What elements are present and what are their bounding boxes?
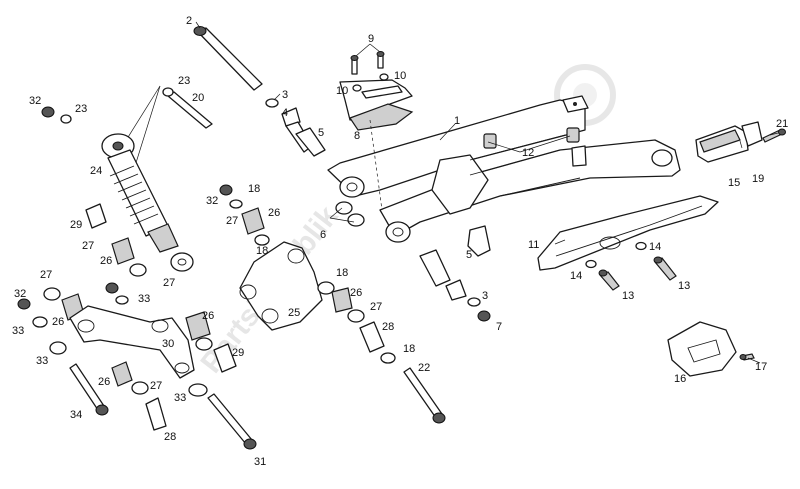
callout-c4: 4	[282, 107, 288, 119]
callout-c34: 34	[70, 409, 82, 421]
callout-c33c: 33	[36, 355, 48, 367]
callout-c13b: 13	[678, 280, 690, 292]
callout-c28b: 28	[382, 321, 394, 333]
chain-guide	[667, 321, 755, 377]
callout-c10b: 10	[394, 70, 406, 82]
callout-c27f: 27	[150, 380, 162, 392]
callout-c29b: 29	[232, 347, 244, 359]
callout-c32a: 32	[29, 95, 41, 107]
callout-c11: 11	[528, 239, 539, 251]
callout-c27a: 27	[226, 215, 238, 227]
swingarm	[327, 95, 681, 257]
callout-c27d: 27	[163, 277, 175, 289]
callout-c18a: 18	[248, 183, 260, 195]
callout-c5a: 5	[318, 127, 324, 139]
chain-guard	[537, 195, 719, 271]
callout-c6: 6	[320, 229, 326, 241]
callout-c21: 21	[776, 118, 788, 130]
pivot-spacers	[335, 201, 491, 322]
callout-c1: 1	[454, 115, 460, 127]
small-screws	[350, 51, 389, 92]
callout-c3a: 3	[282, 89, 288, 101]
rocker-link	[239, 241, 323, 331]
callout-c26e: 26	[202, 310, 214, 322]
callout-c29a: 29	[70, 219, 82, 231]
callout-c15: 15	[728, 177, 740, 189]
callout-c18b: 18	[256, 245, 268, 257]
callout-c9: 9	[368, 33, 374, 45]
callout-labels: 2 9 10 10 23 32 23 20 3 4 5 8 1 12 24 18…	[12, 15, 788, 468]
frame-clips	[483, 127, 580, 149]
callout-c5b: 5	[466, 249, 472, 261]
callout-c33b: 33	[138, 293, 150, 305]
callout-c26f: 26	[98, 376, 110, 388]
callout-c24: 24	[90, 165, 102, 177]
chain-guard-bolts	[585, 241, 677, 291]
shock-absorber	[101, 133, 194, 272]
callout-c33a: 33	[12, 325, 24, 337]
callout-c31: 31	[254, 456, 266, 468]
callout-c2: 2	[186, 15, 192, 27]
callout-c28a: 28	[164, 431, 176, 443]
callout-c7: 7	[496, 321, 502, 333]
callout-c27e: 27	[370, 301, 382, 313]
callout-c26a: 26	[268, 207, 280, 219]
callout-c16: 16	[674, 373, 686, 385]
callout-c23b: 23	[75, 103, 87, 115]
callout-c27c: 27	[40, 269, 52, 281]
chain-adjuster	[695, 121, 786, 163]
callout-c18c: 18	[336, 267, 348, 279]
callout-c27b: 27	[82, 240, 94, 252]
callout-c18d: 18	[403, 343, 415, 355]
callout-c32c: 32	[14, 288, 26, 300]
callout-c14a: 14	[570, 270, 582, 282]
center-bushings	[185, 184, 270, 373]
callout-c26b: 26	[100, 255, 112, 267]
callout-c32b: 32	[206, 195, 218, 207]
leader-lines	[195, 21, 779, 364]
callout-c22: 22	[418, 362, 430, 374]
callout-c23a: 23	[178, 75, 190, 87]
callout-c19: 19	[752, 173, 764, 185]
callout-c30: 30	[162, 338, 174, 350]
right-bushings	[317, 281, 446, 424]
callout-c33d: 33	[174, 392, 186, 404]
pivot-bolt	[193, 26, 326, 157]
callout-c8: 8	[354, 130, 360, 142]
callout-c13a: 13	[622, 290, 634, 302]
callout-c14b: 14	[649, 241, 661, 253]
callout-c12: 12	[522, 147, 534, 159]
callout-c3b: 3	[482, 290, 488, 302]
left-linkage	[17, 203, 257, 450]
callout-c17: 17	[755, 361, 767, 373]
callout-c20: 20	[192, 92, 204, 104]
callout-c25: 25	[288, 307, 300, 319]
callout-c26c: 26	[52, 316, 64, 328]
callout-c26d: 26	[350, 287, 362, 299]
callout-c10a: 10	[336, 85, 348, 97]
